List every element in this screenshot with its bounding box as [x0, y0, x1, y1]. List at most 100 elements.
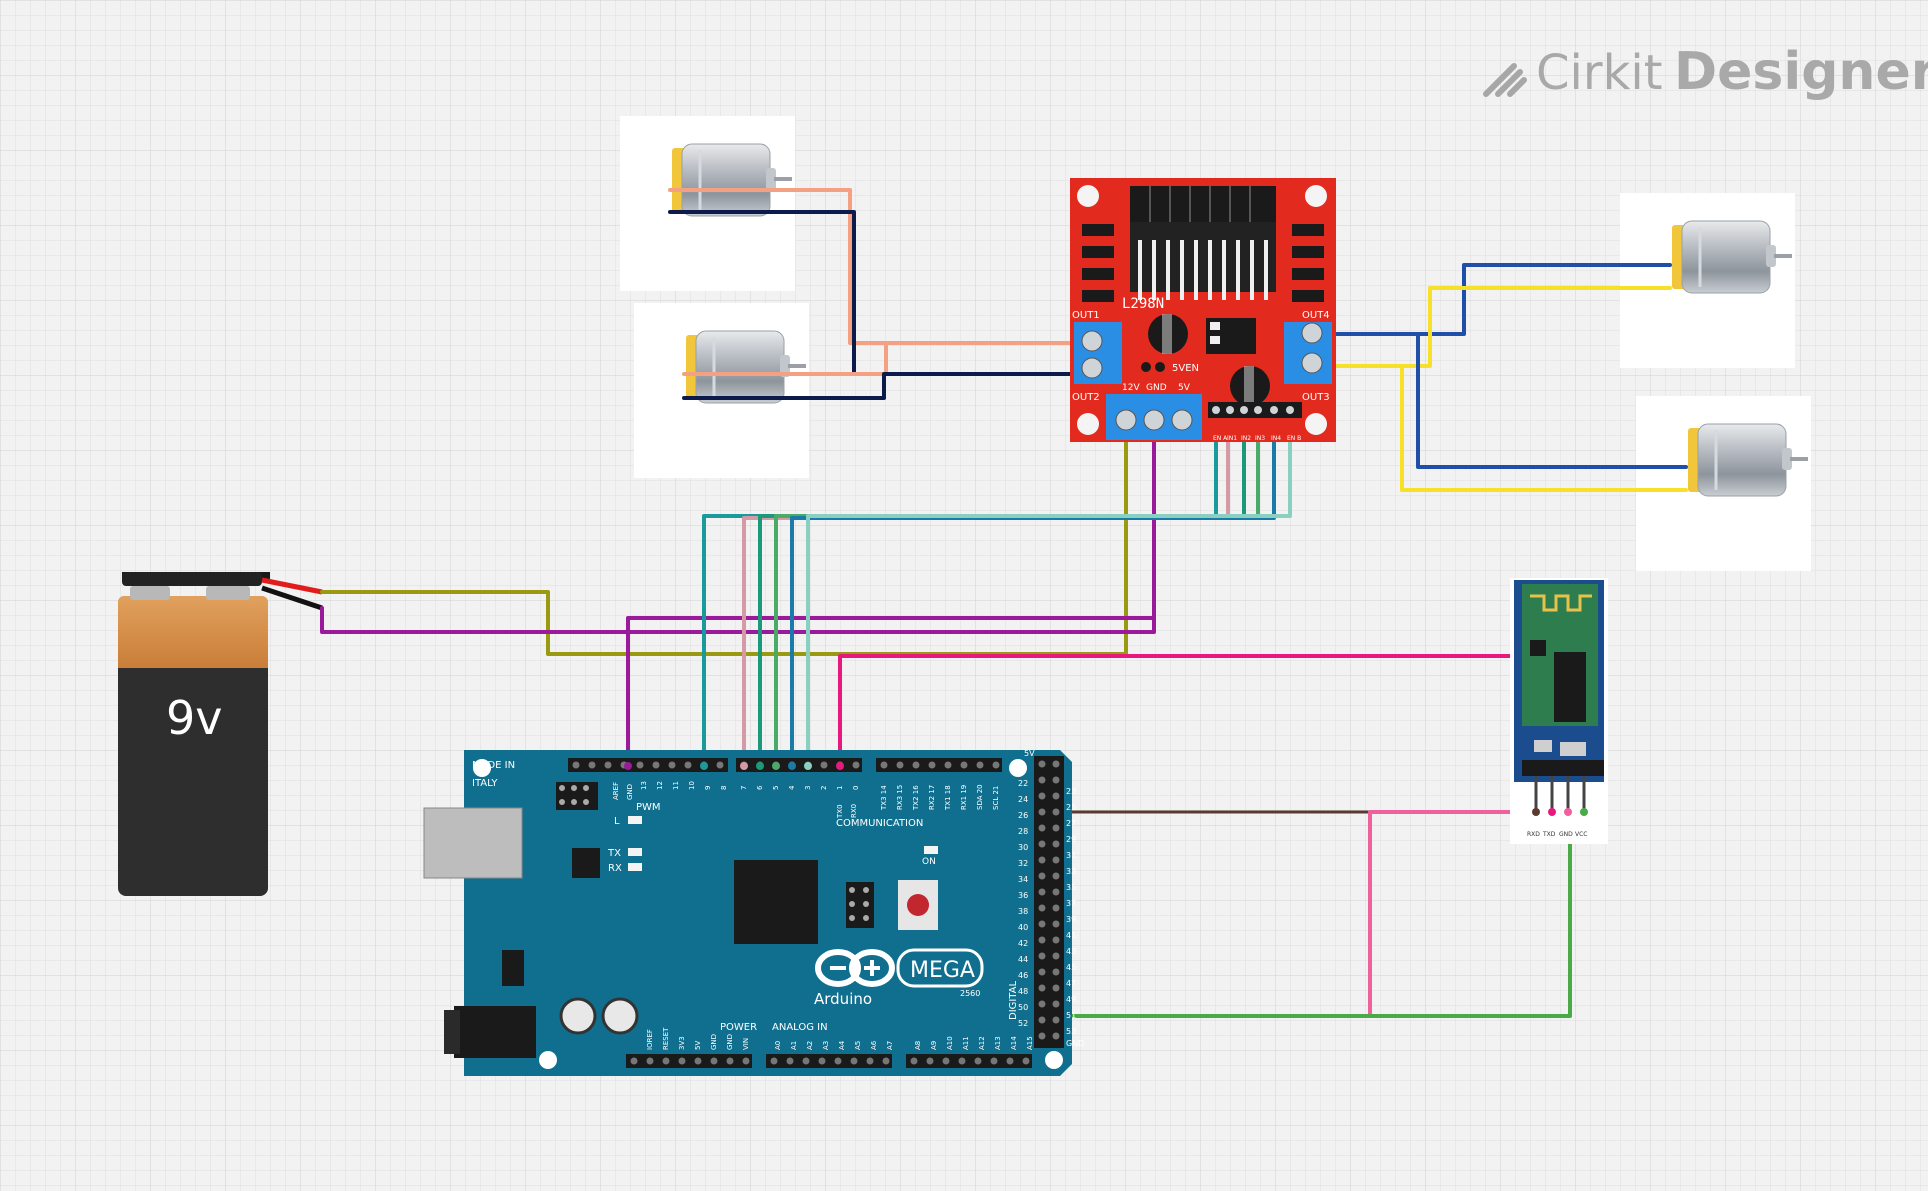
header-pin[interactable]	[852, 761, 860, 769]
header-pin[interactable]	[1052, 760, 1060, 768]
wire-enb[interactable]	[806, 408, 1292, 768]
header-pin[interactable]	[710, 1057, 718, 1065]
header-pin[interactable]	[1052, 792, 1060, 800]
header-pin[interactable]	[604, 761, 612, 769]
header-pin[interactable]	[1052, 872, 1060, 880]
wire-motor4-a[interactable]	[1328, 332, 1688, 469]
header-pin[interactable]	[1038, 1032, 1046, 1040]
header-pin[interactable]	[926, 1057, 934, 1065]
header-pin[interactable]	[1052, 856, 1060, 864]
header-pin[interactable]	[1052, 984, 1060, 992]
header-pin[interactable]	[770, 1057, 778, 1065]
header-pin[interactable]	[1038, 936, 1046, 944]
wire-motor2-a[interactable]	[682, 341, 1089, 376]
header-pin[interactable]	[678, 1057, 686, 1065]
header-pin[interactable]	[636, 761, 644, 769]
header-pin[interactable]	[866, 1057, 874, 1065]
header-pin[interactable]	[1038, 984, 1046, 992]
header-pin[interactable]	[694, 1057, 702, 1065]
header-pin[interactable]	[1022, 1057, 1030, 1065]
header-pin[interactable]	[958, 1057, 966, 1065]
header-pin[interactable]	[684, 761, 692, 769]
header-pin[interactable]	[976, 761, 984, 769]
header-pin[interactable]	[928, 761, 936, 769]
power-pin-label: RESET	[662, 1027, 670, 1050]
header-pin[interactable]	[726, 1057, 734, 1065]
dc-motor-3[interactable]	[1618, 191, 1797, 370]
header-pin[interactable]	[1038, 872, 1046, 880]
header-pin[interactable]	[1038, 808, 1046, 816]
header-pin[interactable]	[944, 761, 952, 769]
l298n-driver[interactable]: L298N 5VEN OUT1 OUT2 OUT4 OUT3 12V GND 5…	[1070, 178, 1336, 442]
header-pin[interactable]	[960, 761, 968, 769]
header-pin[interactable]	[834, 1057, 842, 1065]
wire-motor2-b[interactable]	[682, 372, 1089, 400]
right-pin-label: 39	[1066, 915, 1076, 924]
header-pin[interactable]	[1038, 1016, 1046, 1024]
header-pin[interactable]	[974, 1057, 982, 1065]
header-pin[interactable]	[572, 761, 580, 769]
header-pin[interactable]	[912, 761, 920, 769]
header-pin[interactable]	[850, 1057, 858, 1065]
header-pin[interactable]	[646, 1057, 654, 1065]
header-pin[interactable]	[910, 1057, 918, 1065]
header-pin[interactable]	[1038, 824, 1046, 832]
header-pin[interactable]	[1052, 824, 1060, 832]
header-pin[interactable]	[802, 1057, 810, 1065]
header-pin[interactable]	[1052, 936, 1060, 944]
header-pin[interactable]	[652, 761, 660, 769]
header-pin[interactable]	[1038, 904, 1046, 912]
header-pin[interactable]	[1052, 968, 1060, 976]
header-pin[interactable]	[662, 1057, 670, 1065]
header-pin[interactable]	[1052, 1016, 1060, 1024]
header-pin[interactable]	[786, 1057, 794, 1065]
dc-motor-4[interactable]	[1634, 394, 1813, 573]
header-pin[interactable]	[668, 761, 676, 769]
header-pin[interactable]	[742, 1057, 750, 1065]
header-pin[interactable]	[942, 1057, 950, 1065]
header-pin[interactable]	[1052, 920, 1060, 928]
header-pin[interactable]	[1038, 856, 1046, 864]
header-pin[interactable]	[882, 1057, 890, 1065]
wire-motor4-b[interactable]	[1328, 364, 1688, 492]
power-pin-label: GND	[710, 1034, 718, 1050]
header-pin[interactable]	[880, 761, 888, 769]
dc-motor-1[interactable]	[618, 114, 797, 293]
header-pin[interactable]	[1038, 1000, 1046, 1008]
right-pin-label: 25	[1066, 803, 1076, 812]
header-pin[interactable]	[818, 1057, 826, 1065]
driver-out3-label: OUT3	[1302, 392, 1330, 403]
header-pin[interactable]	[1038, 952, 1046, 960]
header-pin[interactable]	[1006, 1057, 1014, 1065]
header-pin[interactable]	[992, 761, 1000, 769]
header-pin[interactable]	[588, 761, 596, 769]
header-pin[interactable]	[1052, 952, 1060, 960]
header-pin[interactable]	[1038, 776, 1046, 784]
header-pin[interactable]	[1052, 840, 1060, 848]
header-pin[interactable]	[716, 761, 724, 769]
wire-battery-pos[interactable]	[320, 418, 1128, 656]
header-pin[interactable]	[1038, 792, 1046, 800]
header-pin[interactable]	[1052, 808, 1060, 816]
header-pin[interactable]	[1052, 888, 1060, 896]
header-pin[interactable]	[1038, 760, 1046, 768]
header-pin[interactable]	[1052, 1032, 1060, 1040]
arduino-mega[interactable]: MADE IN ITALY PWM L TX RX ON	[423, 749, 1084, 1076]
header-pin[interactable]	[1052, 776, 1060, 784]
header-pin[interactable]	[1052, 904, 1060, 912]
header-pin[interactable]	[1038, 840, 1046, 848]
battery-9v[interactable]: 9v	[118, 572, 323, 896]
right-pin-label: 23	[1066, 787, 1076, 796]
header-pin[interactable]	[990, 1057, 998, 1065]
dc-motor-2[interactable]	[632, 301, 811, 480]
right-pin-label: 30	[1018, 843, 1028, 852]
header-pin[interactable]	[1038, 968, 1046, 976]
header-pin[interactable]	[896, 761, 904, 769]
header-pin[interactable]	[630, 1057, 638, 1065]
header-pin[interactable]	[1038, 920, 1046, 928]
header-pin[interactable]	[820, 761, 828, 769]
header-pin[interactable]	[1038, 888, 1046, 896]
header-pin[interactable]	[1052, 1000, 1060, 1008]
